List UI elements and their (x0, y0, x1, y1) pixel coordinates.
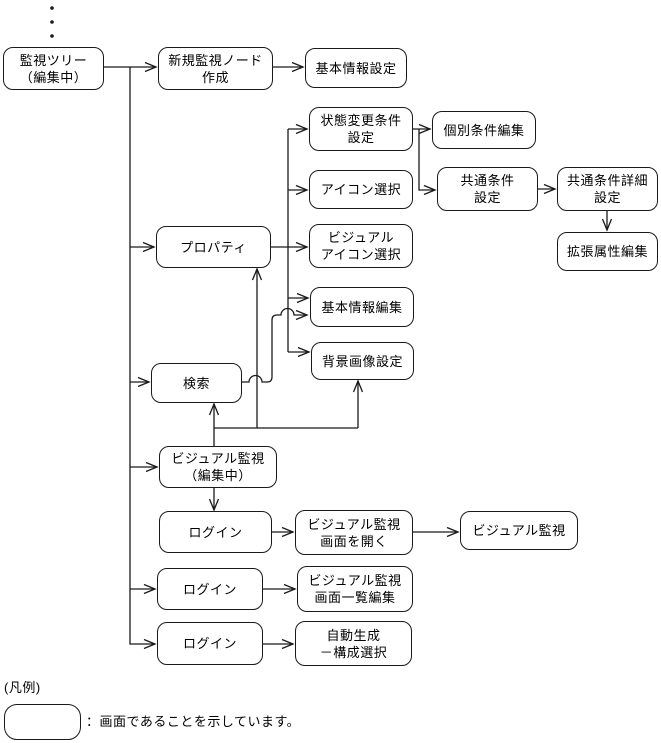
node-bg-image-setting: 背景画像設定 (311, 342, 414, 380)
node-ext-attr-edit: 拡張属性編集 (557, 232, 658, 271)
edge-login2-to-screen-list-edit (263, 583, 297, 595)
legend-screen-shape (4, 704, 81, 740)
legend-heading: (凡例) (4, 680, 41, 695)
edge-state-change-branches (413, 123, 437, 196)
node-property: プロパティ (156, 226, 271, 268)
node-common-cond-setting: 共通条件 設定 (437, 167, 538, 211)
edge-property-branches (271, 123, 311, 358)
node-login-2: ログイン (157, 568, 263, 610)
node-search: 検索 (151, 363, 242, 403)
vertical-ellipsis-icon (50, 6, 54, 38)
node-basic-info-setting: 基本情報設定 (305, 48, 407, 88)
legend-description: ：画面であることを示しています。 (86, 714, 301, 729)
node-common-cond-detail-setting: 共通条件詳細 設定 (557, 167, 658, 211)
edge-visual-editing-to-login (208, 488, 220, 512)
edge-visual-editing-up-branches (208, 267, 364, 446)
node-monitoring-tree-editing: 監視ツリー （編集中） (3, 47, 104, 90)
edge-new-node-to-basic-info-setting (273, 61, 305, 73)
edge-open-screen-to-visual-monitor (413, 526, 460, 538)
node-individual-cond-edit: 個別条件編集 (432, 111, 536, 149)
node-icon-select: アイコン選択 (309, 170, 413, 209)
node-basic-info-edit: 基本情報編集 (310, 287, 414, 327)
node-login-3: ログイン (157, 622, 263, 665)
edge-login3-to-auto-generate (263, 638, 295, 650)
node-login-1: ログイン (159, 511, 272, 553)
edge-main-trunk (129, 67, 159, 650)
node-state-change-cond-setting: 状態変更条件 設定 (309, 107, 413, 151)
node-visual-monitor: ビジュアル監視 (460, 511, 578, 550)
node-visual-monitor-editing: ビジュアル監視 （編集中） (159, 446, 277, 488)
node-auto-generate-config-select: 自動生成 －構成選択 (295, 621, 412, 666)
node-open-visual-monitor-screen: ビジュアル監視 画面を開く (295, 510, 413, 555)
edge-login1-to-open-screen (272, 526, 295, 538)
node-visual-icon-select: ビジュアル アイコン選択 (309, 224, 413, 268)
node-screen-list-edit: ビジュアル監視 画面一覧編集 (297, 566, 413, 612)
node-new-monitor-node-create: 新規監視ノード 作成 (158, 47, 273, 90)
edge-detail-to-ext-attr (601, 211, 613, 232)
edge-search-to-basic-info-edit (242, 307, 309, 383)
edge-common-cond-to-detail (538, 183, 557, 195)
